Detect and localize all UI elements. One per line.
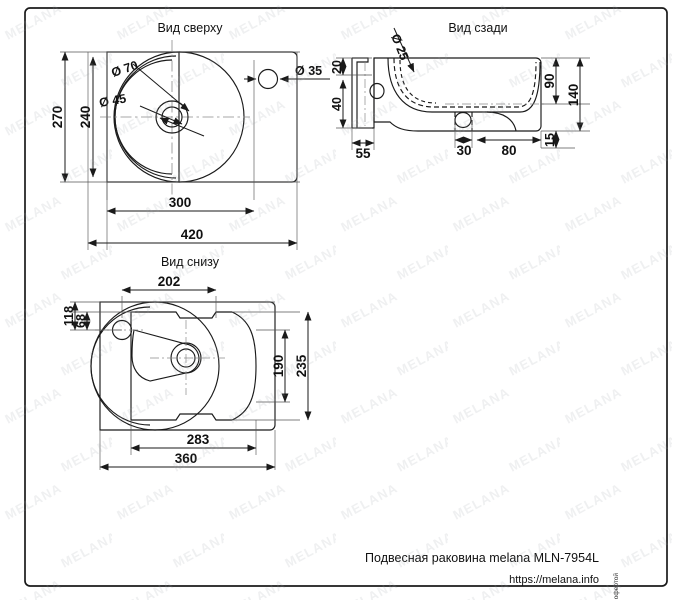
bottom-dim-190-label: 190 [271, 355, 286, 378]
product-title: Подвесная раковина melana MLN-7954L [365, 551, 599, 565]
rear-dim-80-label: 80 [501, 143, 516, 158]
product-url[interactable]: https://melana.info [509, 574, 599, 586]
view-top-title: Вид сверху [157, 21, 223, 35]
rear-dim-55-label: 55 [355, 146, 371, 161]
rear-dim-15-label: 15 [543, 133, 557, 147]
bottom-dim-118-label: 118 [62, 306, 76, 326]
legal-disclaimer: Этот документ не является публичной офер… [612, 573, 620, 600]
bottom-dim-202-label: 202 [158, 274, 181, 289]
top-dim-300-label: 300 [169, 195, 192, 210]
rear-dim-140-label: 140 [566, 84, 581, 107]
view-rear-title: Вид сзади [448, 21, 507, 35]
rear-dim-90-label: 90 [542, 73, 557, 88]
bottom-dim-283-label: 283 [187, 432, 210, 447]
top-dim-270-label: 270 [50, 106, 65, 129]
view-bottom-title: Вид снизу [161, 255, 220, 269]
bottom-dim-68-label: 68 [74, 314, 88, 328]
top-d35-label: Ø 35 [295, 64, 322, 78]
bottom-dim-235-label: 235 [294, 354, 309, 377]
top-dim-420-label: 420 [181, 227, 204, 242]
bottom-dim-360-label: 360 [175, 451, 198, 466]
rear-dim-30-label: 30 [456, 143, 471, 158]
top-dim-240-label: 240 [78, 106, 93, 129]
rear-dim-20-label: 20 [330, 60, 344, 74]
rear-dim-40-label: 40 [330, 97, 344, 111]
